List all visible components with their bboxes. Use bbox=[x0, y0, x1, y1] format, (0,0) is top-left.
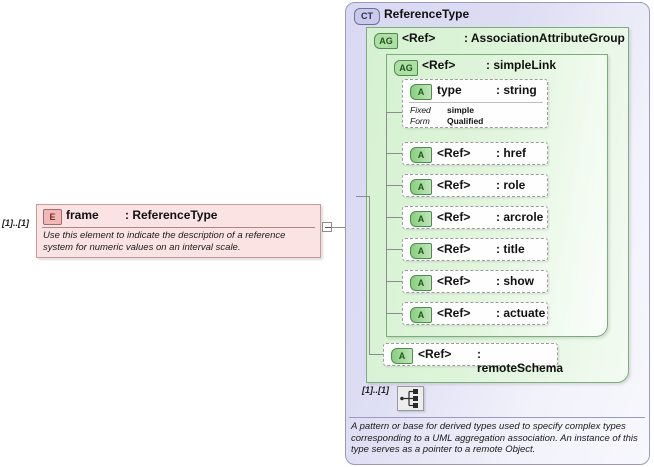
attribute-row-actuate[interactable]: A <Ref> : actuate bbox=[402, 302, 548, 325]
divider bbox=[349, 417, 645, 418]
attribute-badge-icon: A bbox=[410, 211, 432, 227]
connector-line bbox=[332, 227, 356, 228]
connector-line bbox=[386, 112, 387, 314]
attribute-facet-value: Qualified bbox=[447, 116, 484, 126]
connector-line bbox=[386, 217, 402, 218]
connector-line bbox=[386, 249, 402, 250]
attribute-row-arcrole[interactable]: A <Ref> : arcrole bbox=[402, 206, 548, 229]
attribute-facet-value: simple bbox=[447, 105, 474, 115]
collapse-minus-icon[interactable] bbox=[322, 222, 332, 232]
attribute-type: : role bbox=[496, 178, 526, 192]
attribute-type: : string bbox=[496, 83, 537, 97]
complextype-badge-icon: CT bbox=[354, 8, 380, 25]
attribute-badge-icon: A bbox=[410, 243, 432, 259]
attributegroup-type-label: : AssociationAttributeGroup bbox=[464, 31, 625, 45]
attribute-facet-key: Form bbox=[410, 116, 430, 126]
attribute-row-href[interactable]: A <Ref> : href bbox=[402, 142, 548, 165]
element-frame-box[interactable]: E frame : ReferenceType Use this element… bbox=[36, 204, 321, 258]
divider bbox=[409, 102, 543, 103]
attributegroup-badge-icon: AG bbox=[394, 60, 418, 76]
connector-line bbox=[386, 153, 402, 154]
attribute-row-title[interactable]: A <Ref> : title bbox=[402, 238, 548, 261]
attribute-name: <Ref> bbox=[437, 178, 471, 192]
attribute-type: : title bbox=[496, 242, 525, 256]
connector-line bbox=[386, 112, 402, 113]
complextype-title: ReferenceType bbox=[384, 7, 470, 21]
attribute-row-show[interactable]: A <Ref> : show bbox=[402, 270, 548, 293]
attribute-type: : href bbox=[496, 146, 526, 160]
attribute-badge-icon: A bbox=[410, 307, 432, 323]
attribute-name: <Ref> bbox=[418, 347, 452, 361]
attribute-row-type[interactable]: A type : string Fixed simple Form Qualif… bbox=[402, 79, 548, 128]
element-frame-type: : ReferenceType bbox=[125, 208, 218, 222]
connector-line bbox=[386, 281, 402, 282]
attribute-row-role[interactable]: A <Ref> : role bbox=[402, 174, 548, 197]
connector-line bbox=[356, 196, 369, 197]
attributegroup-type-label: : simpleLink bbox=[486, 58, 557, 72]
attribute-badge-icon: A bbox=[410, 179, 432, 195]
attribute-type: : remoteSchema bbox=[477, 347, 564, 375]
element-frame-documentation: Use this element to indicate the descrip… bbox=[43, 230, 286, 253]
attribute-name: type bbox=[437, 83, 462, 97]
attribute-type: : arcrole bbox=[496, 210, 544, 224]
attribute-type: : show bbox=[496, 274, 534, 288]
element-frame-name: frame bbox=[66, 208, 99, 222]
sequence-icon[interactable] bbox=[397, 386, 424, 411]
attribute-badge-icon: A bbox=[410, 147, 432, 163]
attribute-name: <Ref> bbox=[437, 210, 471, 224]
complextype-documentation: A pattern or base for derived types used… bbox=[351, 421, 638, 455]
attribute-badge-icon: A bbox=[410, 275, 432, 291]
attribute-name: <Ref> bbox=[437, 274, 471, 288]
attribute-row-remoteschema[interactable]: A <Ref> : remoteSchema bbox=[383, 343, 563, 375]
connector-line bbox=[369, 354, 383, 355]
divider bbox=[42, 227, 315, 228]
element-occurrence-label: [1]..[1] bbox=[2, 218, 29, 228]
element-badge-icon: E bbox=[43, 209, 62, 225]
element-frame-header: E frame : ReferenceType bbox=[37, 205, 320, 227]
attribute-badge-icon: A bbox=[391, 348, 413, 364]
attributegroup-ref-label: <Ref> bbox=[402, 31, 436, 45]
connector-line bbox=[369, 196, 370, 354]
attribute-name: <Ref> bbox=[437, 146, 471, 160]
attribute-badge-icon: A bbox=[410, 84, 432, 100]
attributegroup-ref-label: <Ref> bbox=[422, 58, 456, 72]
attribute-type: : actuate bbox=[496, 306, 546, 320]
attributegroup-badge-icon: AG bbox=[374, 33, 398, 49]
attribute-name: <Ref> bbox=[437, 242, 471, 256]
connector-line bbox=[386, 185, 402, 186]
attribute-name: <Ref> bbox=[437, 306, 471, 320]
attribute-facet-key: Fixed bbox=[410, 105, 431, 115]
connector-line bbox=[386, 313, 402, 314]
compositor-occurrence-label: [1]..[1] bbox=[362, 385, 389, 395]
